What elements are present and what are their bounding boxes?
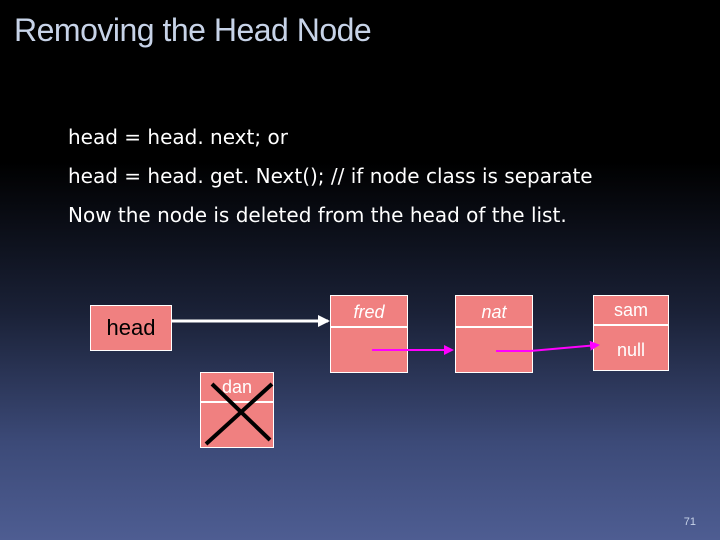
slide-title: Removing the Head Node	[14, 12, 372, 48]
node-fred-value: fred	[353, 302, 385, 322]
node-nat-value: nat	[481, 302, 507, 322]
head-pointer-box: head	[90, 305, 172, 351]
code-line-2: head = head. get. Next(); // if node cla…	[68, 164, 593, 188]
node-dan-divider	[201, 401, 273, 403]
node-nat-divider	[456, 326, 532, 328]
nat-to-sam-arrow	[496, 340, 600, 352]
code-line-1: head = head. next; or	[68, 125, 288, 149]
explanation-line: Now the node is deleted from the head of…	[68, 203, 567, 227]
node-fred-divider	[331, 326, 407, 328]
node-dan-value: dan	[221, 377, 253, 397]
node-fred: fred	[330, 295, 408, 373]
node-sam: sam null	[593, 295, 669, 371]
node-sam-value: sam	[613, 300, 648, 320]
node-sam-divider	[594, 324, 668, 326]
dan-cross-line-2	[204, 382, 274, 446]
slide-body: head = head. next; or head = head. get. …	[68, 118, 708, 235]
node-nat: nat	[455, 295, 533, 373]
node-sam-null: null	[616, 340, 646, 360]
page-number: 71	[683, 516, 696, 528]
